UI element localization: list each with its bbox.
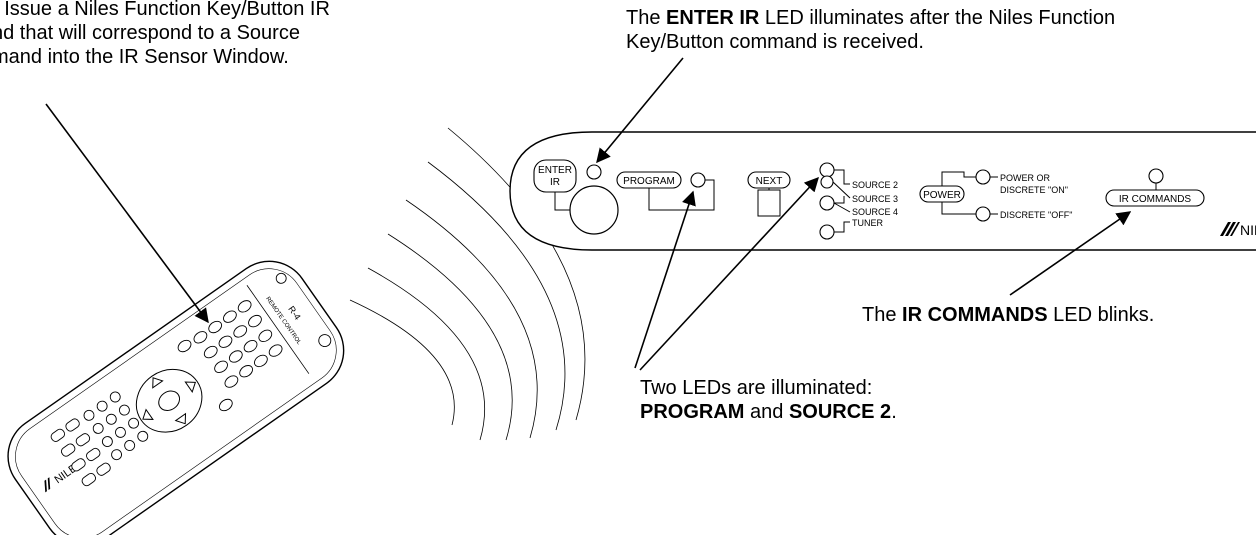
- ir-commands-caption-bold: IR COMMANDS: [902, 304, 1048, 326]
- power-off-label: DISCRETE "OFF": [1000, 210, 1072, 220]
- leds-caption-program: PROGRAM: [640, 401, 745, 423]
- enter-ir-caption-line-2: Key/Button command is received.: [626, 31, 924, 53]
- power-on-label-2: DISCRETE "ON": [1000, 185, 1068, 195]
- power-on-led: [975, 169, 991, 185]
- ir-commands-led: [1148, 168, 1164, 184]
- remote-step-line-3: mand into the IR Sensor Window.: [0, 46, 289, 68]
- niles-logo-icon: [1220, 222, 1240, 236]
- leds-caption: Two LEDs are illuminated: PROGRAM and SO…: [640, 376, 897, 424]
- enter-ir-label-1: ENTER: [538, 165, 572, 176]
- ir-commands-caption-post: LED blinks.: [1047, 304, 1155, 326]
- ir-commands-caption: The IR COMMANDS LED blinks.: [862, 303, 1154, 327]
- enter-ir-label-2: IR: [550, 177, 560, 188]
- remote-dpad: [135, 368, 203, 433]
- control-panel: ENTER IR PROGRAM NEXT SOURCE 2 SOURCE 3 …: [509, 131, 1256, 251]
- ir-sensor-window: [569, 185, 619, 235]
- panel-outline: [509, 131, 1256, 251]
- source-4-label: SOURCE 4: [852, 207, 898, 217]
- next-label: NEXT: [756, 176, 783, 187]
- callout-arrows: [45, 57, 1132, 371]
- source-leds: [819, 162, 851, 240]
- leds-caption-source-2: SOURCE 2: [788, 401, 892, 423]
- remote-control: NILES: [7, 260, 345, 535]
- remote-function-keys: [50, 391, 149, 487]
- ir-commands-label: IR COMMANDS: [1119, 194, 1192, 205]
- ir-commands-button: [1105, 189, 1205, 207]
- ir-commands-caption-pre: The: [862, 304, 903, 326]
- program-led: [690, 172, 706, 188]
- remote-step-caption: - Issue a Niles Function Key/Button IR n…: [0, 0, 330, 69]
- source-3-label: SOURCE 3: [852, 194, 898, 204]
- remote-logo-icon: [44, 477, 51, 493]
- tuner-label: TUNER: [852, 218, 883, 228]
- remote-step-line-1: - Issue a Niles Function Key/Button IR: [0, 0, 330, 20]
- arrow-to-ir-commands: [1009, 211, 1132, 296]
- remote-step-line-2: nd that will correspond to a Source: [0, 22, 300, 44]
- ir-wave-arcs: [349, 127, 586, 441]
- enter-ir-caption: The ENTER IR LED illuminates after the N…: [626, 6, 1115, 54]
- leds-caption-line-1: Two LEDs are illuminated:: [640, 377, 873, 399]
- remote-number-keys: [177, 300, 283, 412]
- leds-caption-and: and: [744, 401, 789, 423]
- power-on-label-1: POWER OR: [1000, 173, 1051, 183]
- source-2-label: SOURCE 2: [852, 180, 898, 190]
- enter-ir-led: [586, 164, 602, 180]
- leds-caption-period: .: [891, 401, 897, 423]
- arrow-to-program-led: [634, 190, 696, 369]
- arrow-to-source-2-led: [639, 176, 819, 371]
- enter-ir-caption-pre: The: [626, 7, 667, 29]
- arrow-to-enter-ir-led: [596, 57, 684, 164]
- arrow-to-remote: [45, 103, 209, 324]
- power-label: POWER: [923, 190, 961, 201]
- program-label: PROGRAM: [623, 176, 675, 187]
- panel-logo-text: NILE: [1240, 222, 1256, 238]
- enter-ir-caption-post: LED illuminates after the Niles Function: [759, 7, 1116, 29]
- power-off-led: [975, 206, 991, 222]
- enter-ir-caption-bold: ENTER IR: [666, 7, 760, 29]
